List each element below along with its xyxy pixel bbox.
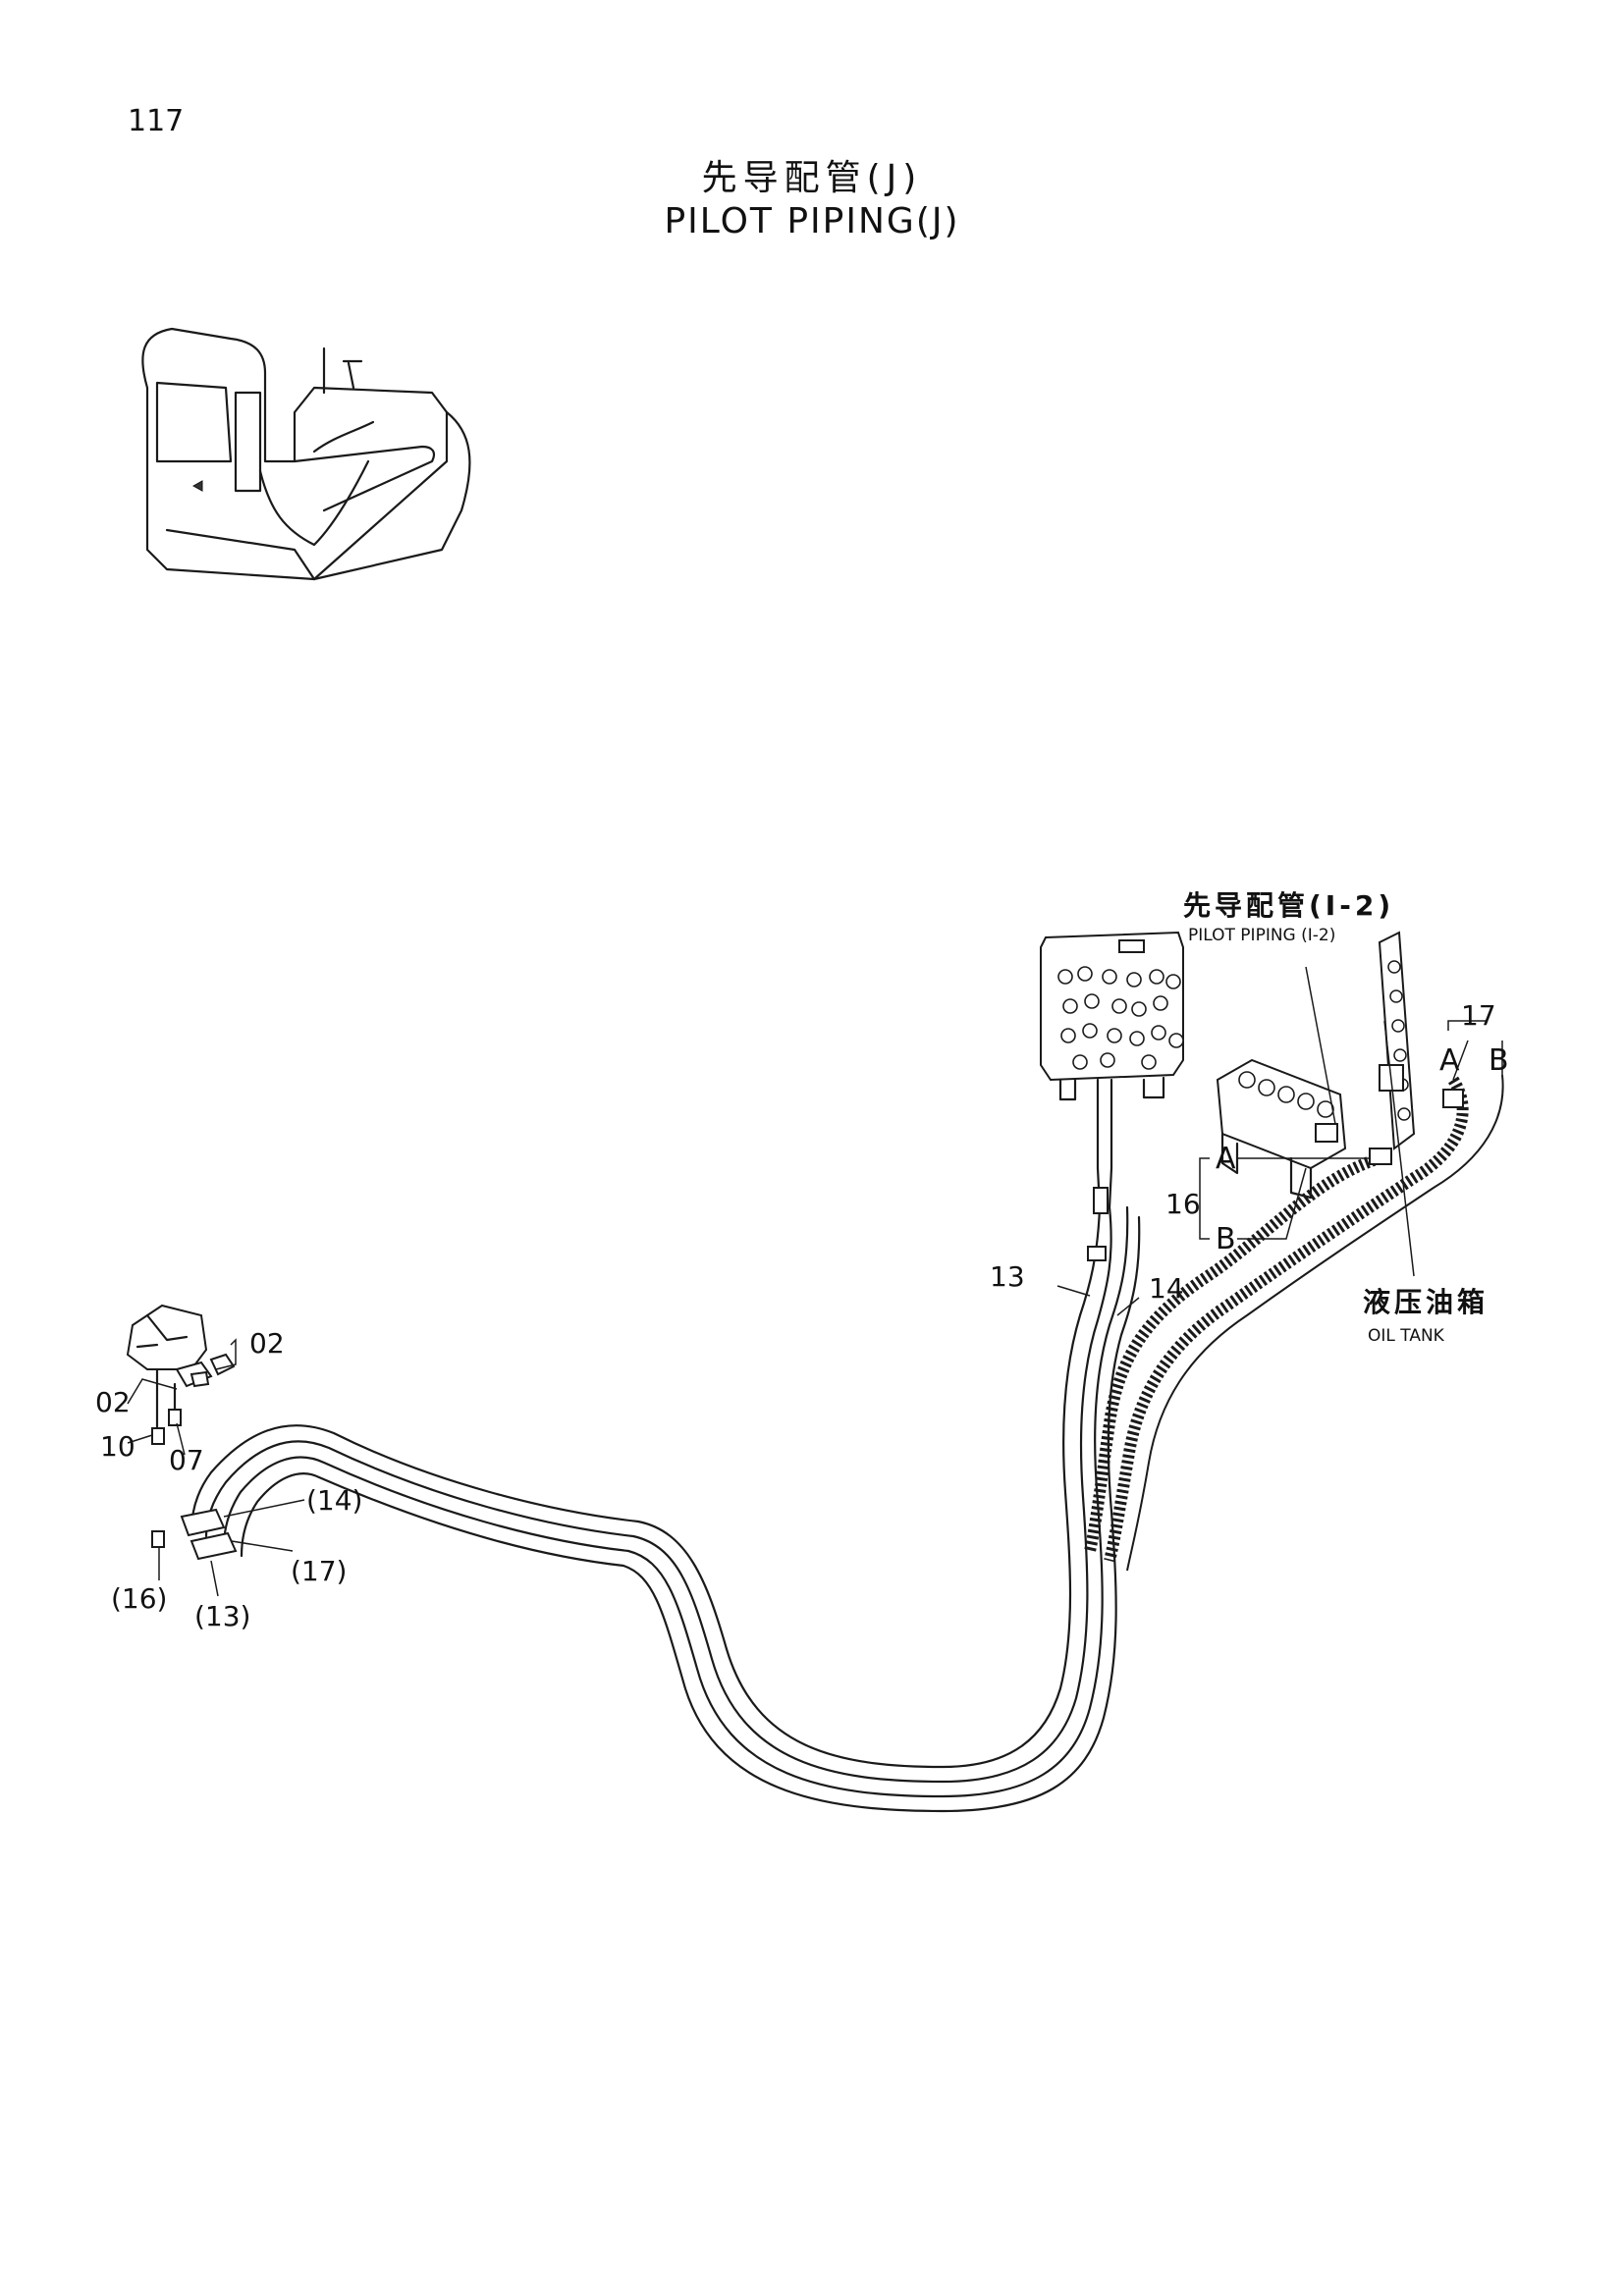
callout-14: 14 [1149,1272,1184,1305]
leader-lines [127,966,1503,1597]
callout-17-ref: (17) [291,1555,347,1587]
page-number: 117 [128,104,185,138]
oil-tank-plate [1378,931,1416,1150]
callout-17-a: A [1439,1043,1460,1078]
oil-tank-label-en: OIL TANK [1368,1326,1445,1346]
ref-label-en: PILOT PIPING (I-2) [1188,926,1335,945]
corrugated-hoses-16-17 [1084,1074,1504,1572]
title-english: PILOT PIPING(J) [664,201,960,241]
callout-02-top: 02 [249,1327,285,1360]
pilot-hoses-13-14 [189,1078,1141,1813]
callout-17: 17 [1461,999,1496,1032]
callout-13-ref: (13) [194,1600,250,1632]
callout-17-b: B [1489,1043,1509,1078]
callout-02-left: 02 [95,1386,131,1418]
callout-10: 10 [100,1430,135,1463]
pilot-manifold [1216,1058,1347,1200]
callout-16-b: B [1216,1222,1236,1256]
ref-label-cn: 先导配管(I-2) [1183,889,1394,922]
callout-16-ref: (16) [111,1582,167,1615]
control-valve-block [1040,931,1184,1101]
pump-assembly [126,1304,238,1561]
callout-07: 07 [169,1444,204,1476]
callout-16: 16 [1165,1188,1201,1220]
callout-14-ref: (14) [306,1484,362,1517]
title-chinese: 先导配管(J) [701,158,923,198]
valve-ports [1057,966,1184,1070]
excavator-locator-illustration [141,327,471,581]
oil-tank-label-cn: 液压油箱 [1363,1286,1489,1318]
callout-13: 13 [990,1260,1025,1293]
callout-16-a: A [1216,1142,1236,1176]
